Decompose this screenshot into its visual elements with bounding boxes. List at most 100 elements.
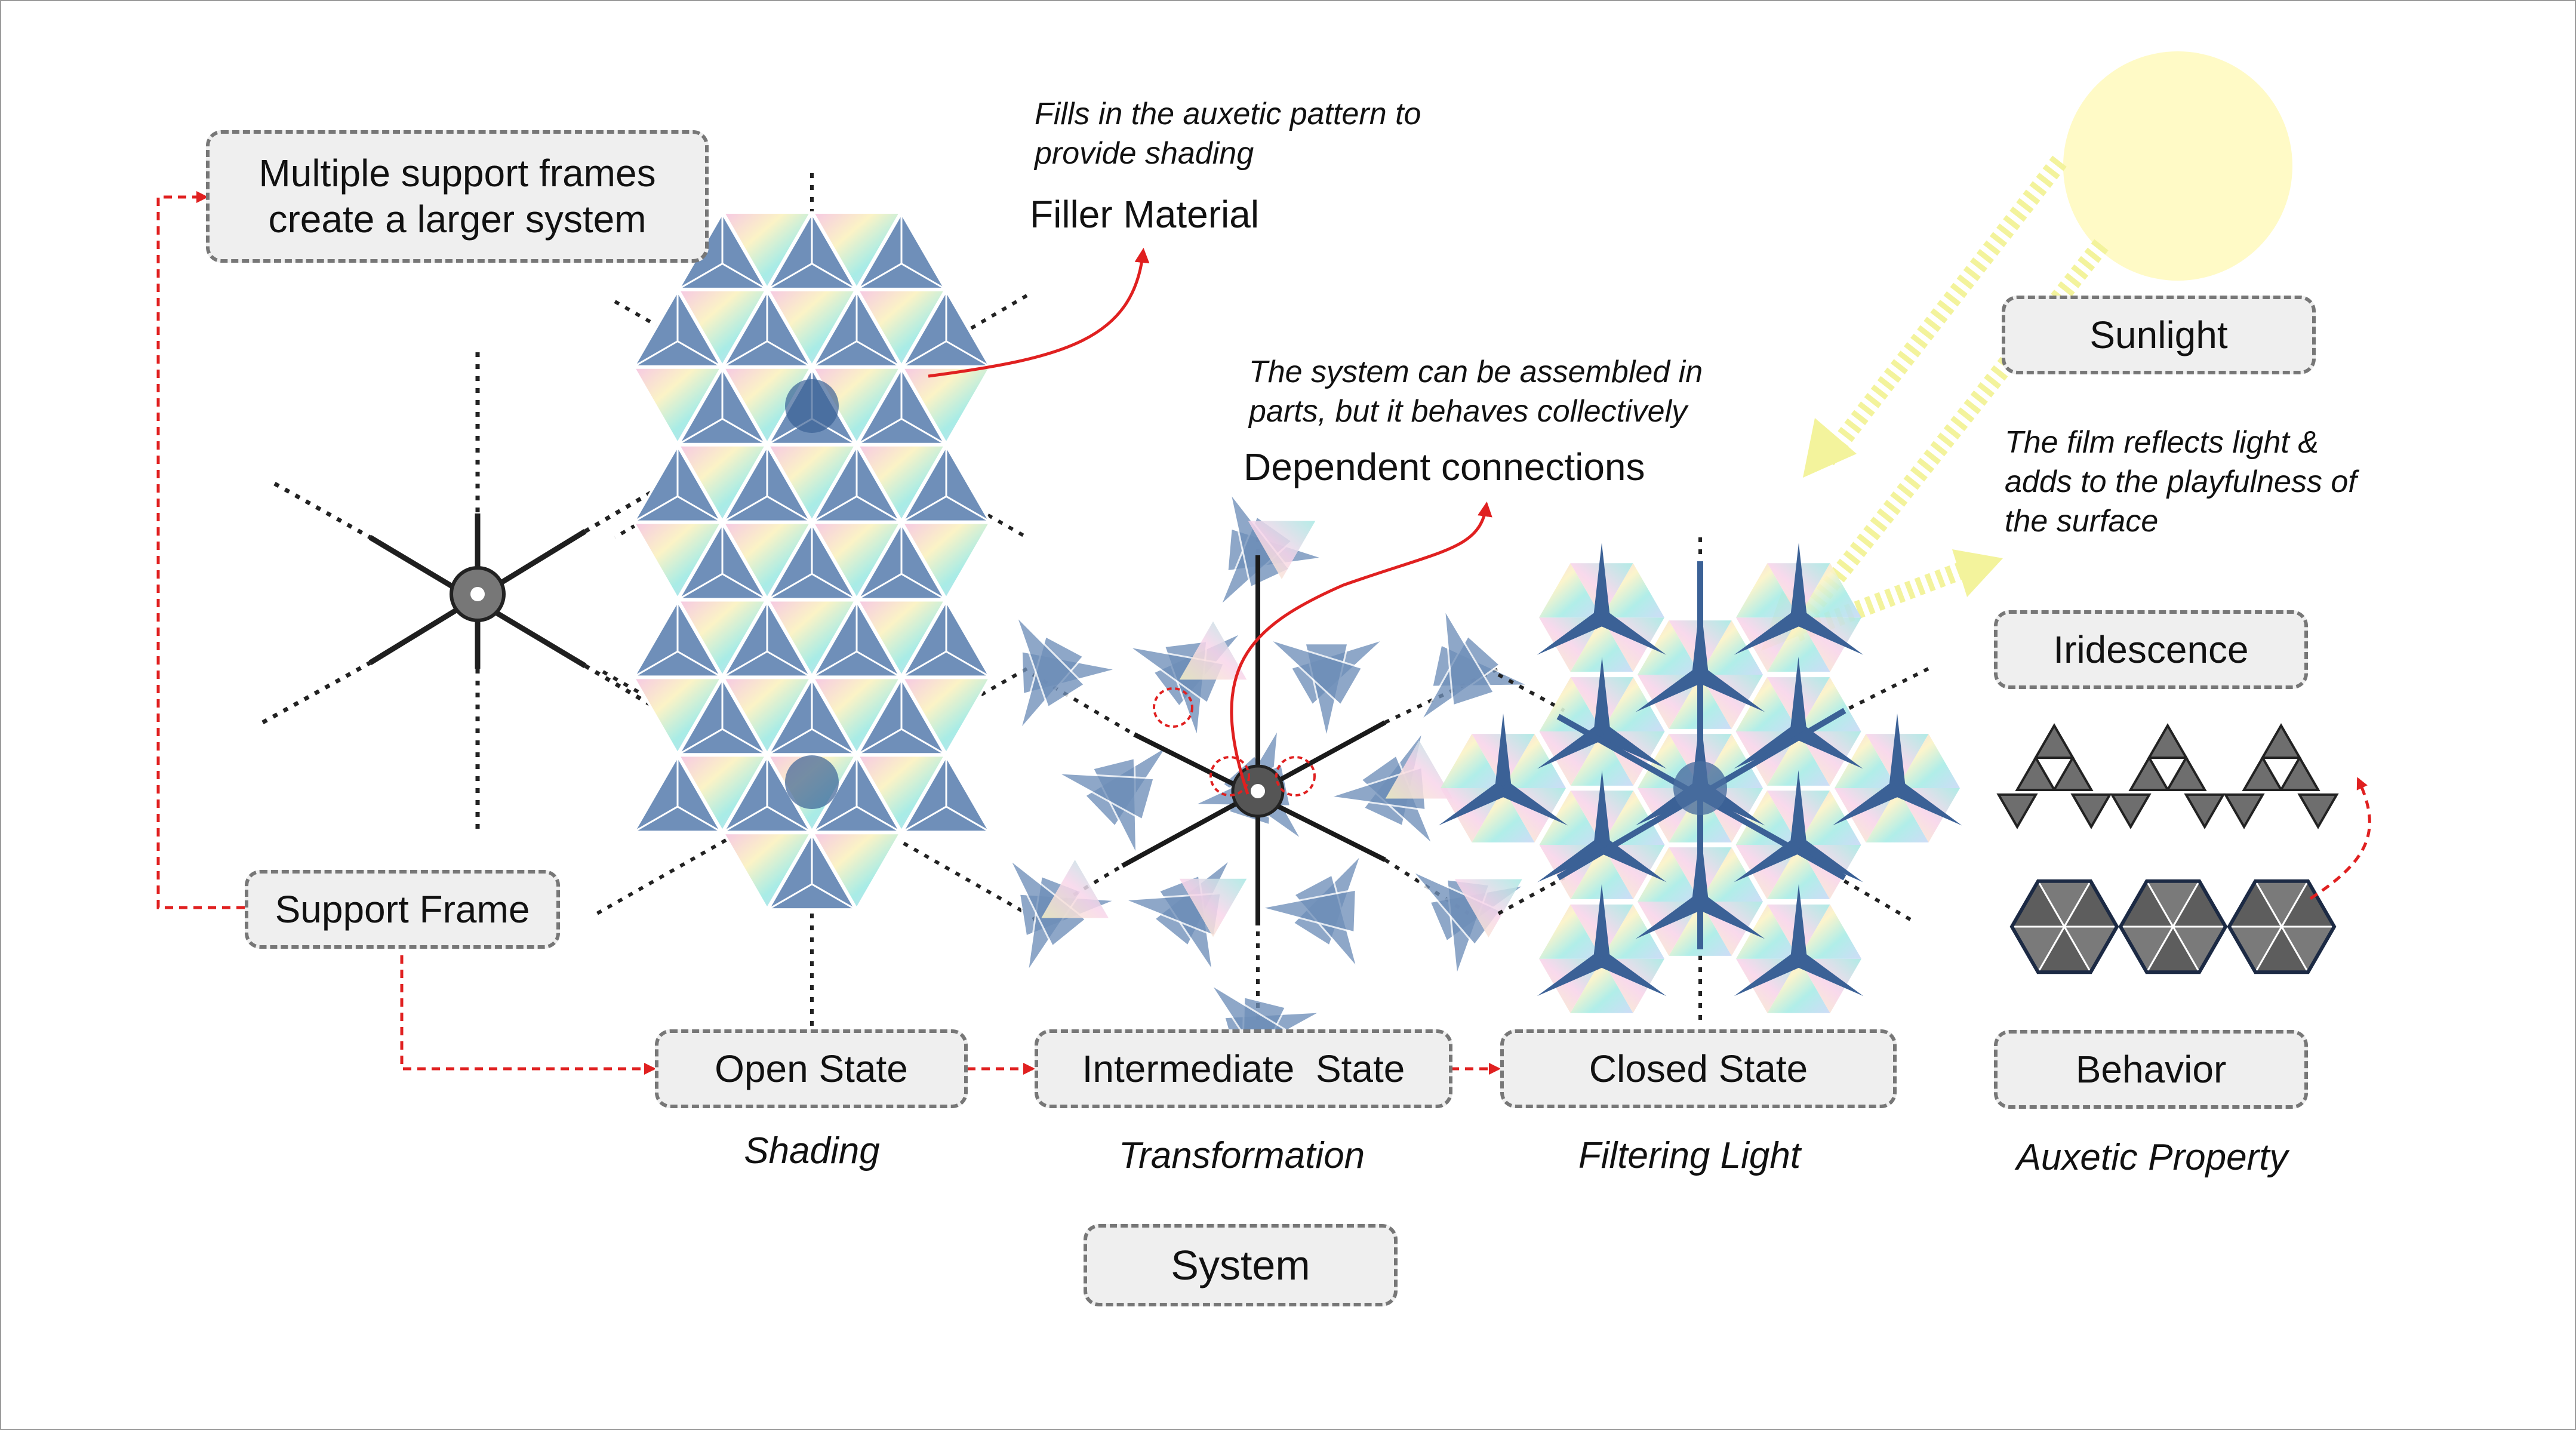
behavior-open-triangle xyxy=(2110,793,2152,829)
closed-film xyxy=(1897,734,1960,788)
behavior-open-triangle xyxy=(2242,755,2283,791)
closed-star-arm xyxy=(1790,884,1807,959)
iridescence-box: Iridescence xyxy=(1994,610,2308,689)
intermediate-state-pattern xyxy=(1009,492,1529,1094)
closed-star-arm xyxy=(1598,837,1667,882)
behavior-open-triangle xyxy=(2015,755,2057,791)
filler-label: Filler Material xyxy=(1030,193,1260,236)
multiple-frames-text: Multiple support frames create a larger … xyxy=(258,152,656,241)
closed-film xyxy=(1570,958,1633,1013)
open-filler xyxy=(676,444,768,524)
closed-film xyxy=(1866,788,1929,842)
closed-film xyxy=(1835,734,1897,788)
auxetic-behavior-icons xyxy=(1996,723,2339,974)
open-filler xyxy=(721,832,813,912)
open-filler xyxy=(855,444,947,524)
closed-state-pattern xyxy=(1438,537,1962,1027)
support-frame-star xyxy=(261,352,688,836)
mid-filler xyxy=(1179,621,1247,680)
closed-star-arm xyxy=(1790,543,1807,618)
closed-film xyxy=(1539,677,1602,731)
open-filler xyxy=(855,599,947,679)
open-filler xyxy=(766,444,858,524)
closed-film xyxy=(1735,791,1799,845)
closed-film xyxy=(1700,620,1763,675)
closed-film xyxy=(1767,958,1830,1013)
caption-shading: Shading xyxy=(744,1130,880,1171)
mid-filler xyxy=(1385,740,1453,799)
closed-film xyxy=(1638,620,1700,675)
closed-state-box: Closed State xyxy=(1500,1029,1897,1108)
behavior-open-triangle xyxy=(2279,755,2320,791)
closed-film xyxy=(1539,904,1602,959)
closed-star-arm xyxy=(1537,610,1606,655)
closed-star-arm xyxy=(1635,667,1704,712)
caption-filtering-light: Filtering Light xyxy=(1578,1135,1801,1176)
caption-transformation: Transformation xyxy=(1118,1135,1365,1176)
sun xyxy=(2063,51,2292,281)
mid-panel xyxy=(1269,638,1364,707)
mid-filler xyxy=(1455,879,1522,937)
open-filler xyxy=(632,366,724,446)
behavior-open-triangle xyxy=(2297,793,2339,829)
behavior-open-triangle xyxy=(2033,723,2075,759)
closed-star-arm xyxy=(1635,894,1704,939)
multiple-frames-box: Multiple support frames create a larger … xyxy=(206,130,709,263)
mid-panel xyxy=(1009,859,1088,948)
open-filler xyxy=(766,599,858,679)
mid-panel xyxy=(1015,615,1086,709)
closed-film xyxy=(1571,731,1633,786)
open-filler xyxy=(676,288,768,368)
open-state-pattern xyxy=(596,173,1028,1027)
closed-film xyxy=(1539,563,1602,618)
closed-hub xyxy=(1673,761,1727,815)
closed-film xyxy=(1736,904,1799,959)
closed-star-arm xyxy=(1795,951,1864,997)
open-filler xyxy=(632,521,724,601)
sun-rays xyxy=(1790,155,2109,642)
open-filler xyxy=(900,521,992,601)
mid-panel xyxy=(1260,888,1357,934)
open-filler xyxy=(855,288,947,368)
closed-film xyxy=(1503,734,1566,788)
open-filler xyxy=(766,288,858,368)
support-frame-box: Support Frame xyxy=(245,870,560,949)
closed-film xyxy=(1700,847,1763,902)
closed-star-arm xyxy=(1438,780,1507,826)
behavior-open-triangle xyxy=(2070,793,2112,829)
mid-connection-markers xyxy=(1153,687,1316,797)
open-node xyxy=(785,379,839,433)
closed-film xyxy=(1735,677,1799,731)
open-filler xyxy=(900,366,992,446)
closed-film xyxy=(1767,845,1830,899)
closed-star-arm xyxy=(1598,724,1667,769)
closed-star-arm xyxy=(1832,780,1901,826)
closed-star-arm xyxy=(1734,837,1803,882)
behavior-open-triangle xyxy=(1996,793,2038,829)
closed-star-arm xyxy=(1734,951,1803,997)
open-node xyxy=(785,755,839,809)
closed-film xyxy=(1571,845,1633,899)
behavior-open-triangle xyxy=(2052,755,2094,791)
behavior-open-triangle xyxy=(2165,755,2207,791)
closed-film xyxy=(1602,791,1665,845)
open-filler xyxy=(721,676,813,756)
closed-star-arm xyxy=(1593,543,1610,618)
closed-film xyxy=(1767,731,1830,786)
closed-film xyxy=(1798,677,1861,731)
closed-film xyxy=(1602,904,1664,959)
closed-film xyxy=(1798,791,1861,845)
behavior-closed-outline xyxy=(2118,879,2228,974)
support-frame-text: Support Frame xyxy=(275,887,530,931)
iridescence-text: Iridescence xyxy=(2053,628,2249,671)
closed-film xyxy=(1570,617,1633,672)
closed-film xyxy=(1472,788,1535,842)
closed-star-arm xyxy=(1893,780,1962,826)
open-filler xyxy=(900,676,992,756)
closed-star-arm xyxy=(1696,894,1765,939)
closed-star-arm xyxy=(1734,724,1803,769)
system-text: System xyxy=(1171,1242,1310,1288)
closed-film xyxy=(1441,734,1503,788)
open-filler xyxy=(721,521,813,601)
